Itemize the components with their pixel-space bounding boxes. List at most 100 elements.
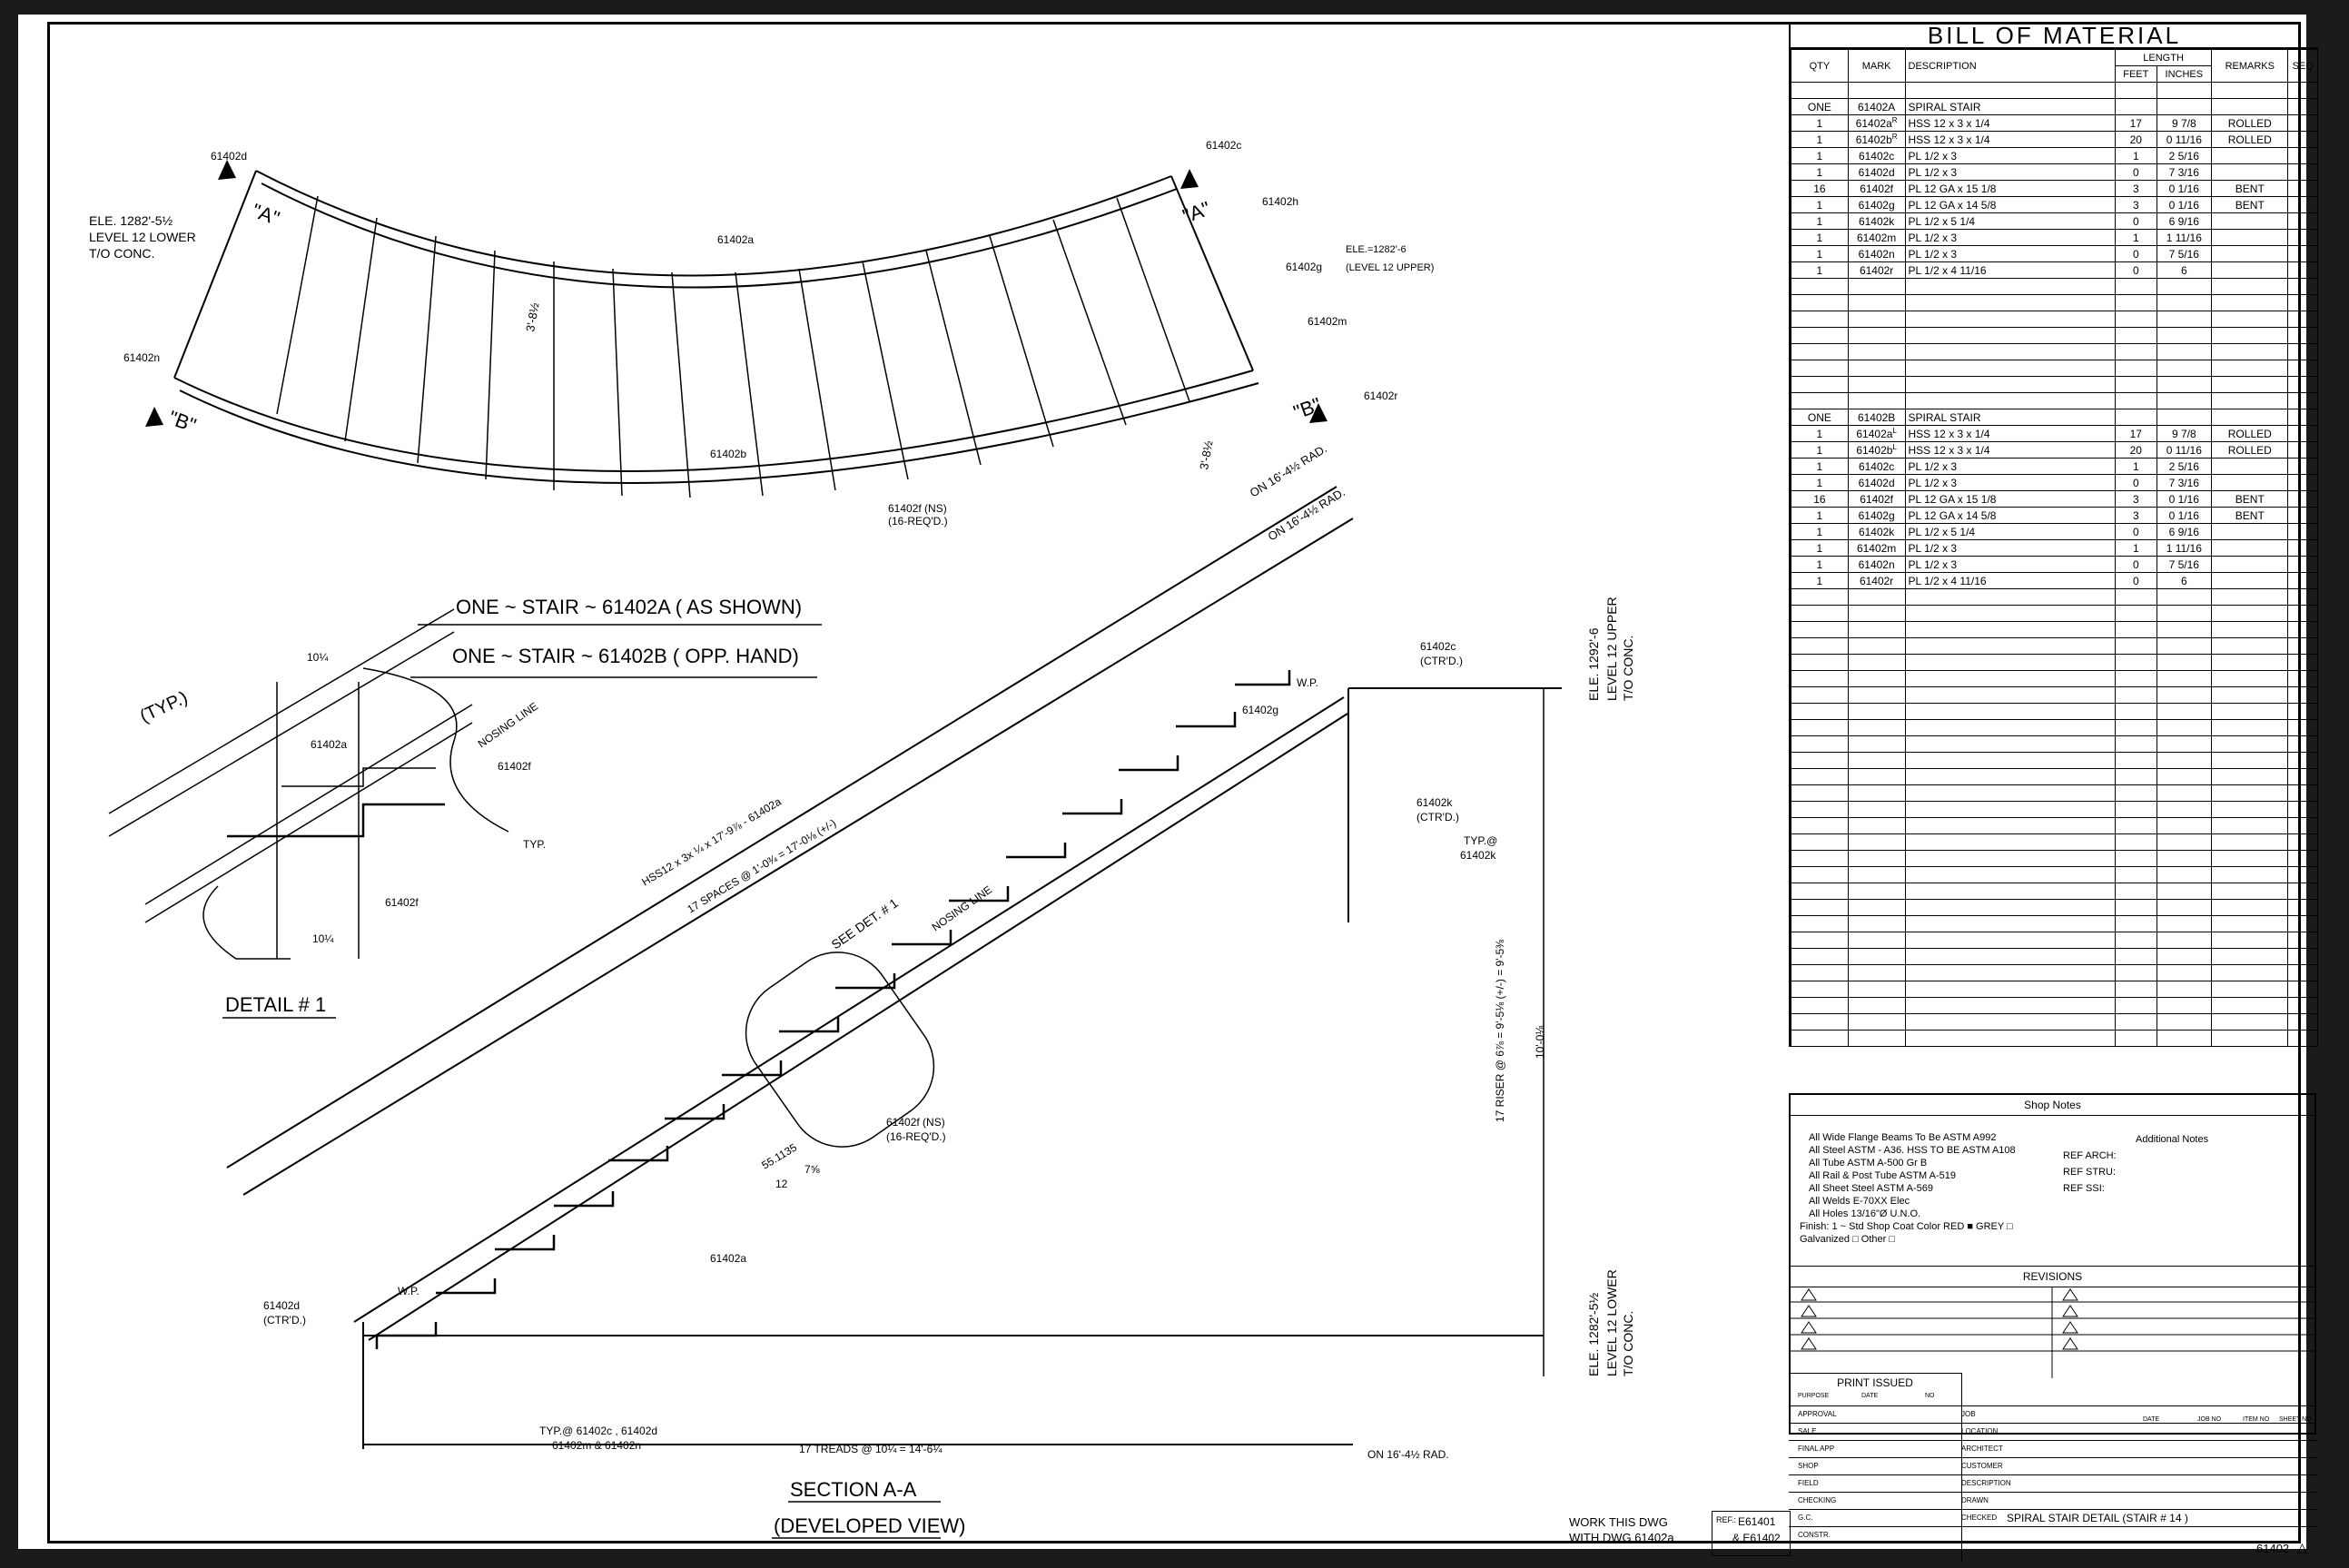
bom-empty-row: [1791, 637, 2318, 655]
col-purpose: PURPOSE: [1798, 1393, 1830, 1399]
bom-qty: 1: [1791, 474, 1849, 491]
nosing-line-detail: NOSING LINE: [476, 700, 540, 751]
bom-empty-row: [1791, 997, 2318, 1014]
see-detail-1: SEE DET. # 1: [829, 895, 901, 952]
bom-inches: 2 5/16: [2156, 458, 2213, 475]
ref-ssi: REF SSI:: [2063, 1183, 2105, 1194]
col-remarks: REMARKS: [2211, 49, 2289, 83]
radius-note-1: ON 16'-4½ RAD.: [1248, 441, 1329, 499]
bom-mark-hand: L: [1892, 443, 1897, 451]
bom-remarks: BENT: [2211, 507, 2289, 524]
label-61402d-ctr: (CTR'D.): [263, 1314, 306, 1326]
bom-description: HSS 12 x 3 x 1/4: [1904, 114, 2117, 132]
bom-inches: 2 5/16: [2156, 147, 2213, 164]
bom-remarks: [2211, 163, 2289, 181]
bom-feet: 1: [2115, 539, 2157, 557]
bom-description: PL 1/2 x 5 1/4: [1904, 523, 2117, 540]
bom-empty-row: [1791, 964, 2318, 981]
drawing-sheet: 61402d 61402c 61402h 61402a 61402g 61402…: [18, 15, 2318, 1562]
bom-feet: 3: [2115, 490, 2157, 508]
hss-label: HSS12 x 3x ¼ x 17'-9⅞ - 61402a: [639, 795, 784, 889]
bom-group-qty: ONE: [1791, 98, 1849, 115]
bom-remarks: ROLLED: [2211, 425, 2289, 442]
bom-description: PL 1/2 x 3: [1904, 229, 2117, 246]
reference-drawings: REF.: E61401 & E61402: [1712, 1511, 1791, 1556]
bom-remarks: ROLLED: [2211, 114, 2289, 132]
bom-mark: 61402aR: [1847, 114, 1906, 132]
bom-empty-row: [1791, 866, 2318, 883]
bom-mark-text: 61402f: [1860, 493, 1893, 506]
ele-upper-section: ELE. 1292'-6: [1586, 627, 1601, 701]
bom-empty-row: [1791, 588, 2318, 606]
ele-upper-plan: ELE.=1282'-6: [1346, 244, 1406, 255]
ele-lower-plan-3: T/O CONC.: [89, 246, 154, 261]
bom-feet: 1: [2115, 147, 2157, 164]
bom-mark: 61402d: [1847, 474, 1906, 491]
bom-empty-row: [1791, 278, 2318, 295]
work-note: WORK THIS DWG WITH DWG 61402a: [1569, 1514, 1674, 1545]
title-block-row-label: FINAL APP: [1798, 1445, 1835, 1453]
bom-inches: 7 3/16: [2156, 163, 2213, 181]
shop-note-item: Finish: 1 ~ Std Shop Coat Color RED ■ GR…: [1800, 1221, 2013, 1232]
bom-mark-text: 61402b: [1856, 444, 1893, 457]
ref-arch: REF ARCH:: [2063, 1150, 2117, 1161]
bom-mark-hand: L: [1892, 427, 1897, 435]
bom-inches: 6 9/16: [2156, 212, 2213, 230]
title-block-row-label: FIELD: [1798, 1479, 1819, 1487]
bom-mark-text: 61402f: [1860, 182, 1893, 195]
label-61402k-section: 61402k: [1416, 796, 1453, 809]
bom-mark-text: 61402a: [1855, 117, 1892, 130]
bom-remarks: BENT: [2211, 180, 2289, 197]
bom-mark: 61402bR: [1847, 131, 1906, 148]
bom-qty: 1: [1791, 229, 1849, 246]
revisions: REVISIONS: [1791, 1266, 2314, 1381]
bom-empty-row: [1791, 376, 2318, 393]
bom-inches: 7 3/16: [2156, 474, 2213, 491]
bom-mark: 61402m: [1847, 539, 1906, 557]
title-block-row-label: SHOP: [1798, 1462, 1819, 1470]
label-61402f-section-req: (16-REQ'D.): [886, 1130, 946, 1143]
bom-feet: 20: [2115, 131, 2157, 148]
bom-feet: 3: [2115, 180, 2157, 197]
bom-description: PL 1/2 x 3: [1904, 147, 2117, 164]
bom-description: PL 1/2 x 3: [1904, 556, 2117, 573]
bom-mark-text: 61402b: [1855, 133, 1892, 146]
radius-note-2: ON 16'-4½ RAD.: [1266, 485, 1347, 543]
title-block-row-label: CHECKING: [1798, 1496, 1837, 1504]
slope-run: 55.1135: [759, 1141, 799, 1172]
title-block-row: CONSTR.: [1789, 1526, 2316, 1544]
bom-qty: 1: [1791, 147, 1849, 164]
date-label: DATE: [2143, 1416, 2160, 1423]
bom-inches: 6: [2156, 572, 2213, 589]
col-no: NO: [1925, 1393, 1935, 1399]
bom-remarks: [2211, 245, 2289, 262]
drawing-area: 61402d 61402c 61402h 61402a 61402g 61402…: [89, 139, 1635, 1539]
typ-bottom: TYP.@ 61402c , 61402d: [539, 1425, 657, 1437]
revision-triangle-icon: △: [2297, 1540, 2307, 1554]
ref-label: REF.:: [1716, 1515, 1737, 1524]
bom-qty: 1: [1791, 458, 1849, 475]
label-61402c-ctr: (CTR'D.): [1420, 655, 1463, 667]
bom-empty-row: [1791, 883, 2318, 900]
bom-empty-row: [1791, 327, 2318, 344]
title-block-field-label: DRAWN: [1961, 1496, 1989, 1504]
label-61402f-req-plan: (16-REQ'D.): [888, 515, 948, 528]
bom-qty: 1: [1791, 539, 1849, 557]
bom-qty: 1: [1791, 114, 1849, 132]
bom-mark: 61402f: [1847, 490, 1906, 508]
bom-inches: 9 7/8: [2156, 425, 2213, 442]
bom-qty: 1: [1791, 196, 1849, 213]
bom-empty-row: [1791, 719, 2318, 736]
bom-mark: 61402c: [1847, 147, 1906, 164]
bom-qty: 1: [1791, 245, 1849, 262]
bom-remarks: [2211, 261, 2289, 279]
spaces-label: 17 SPACES @ 1'-0¾ = 17'-0⅛ (+/-): [685, 816, 838, 915]
